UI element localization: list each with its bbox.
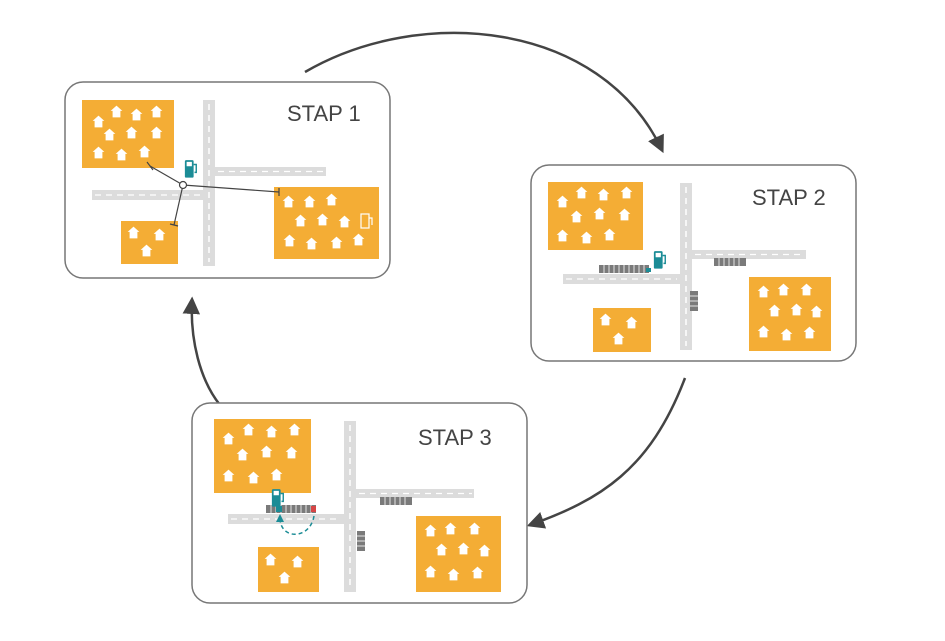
step-3-panel: STAP 3 xyxy=(191,402,528,604)
arrow-step3-to-step1 xyxy=(182,296,221,406)
step-title: STAP 3 xyxy=(418,425,492,450)
cycle-arrows xyxy=(182,31,687,529)
step-2-panel: STAP 2 xyxy=(530,164,857,362)
residential-block xyxy=(593,308,651,352)
residential-block xyxy=(121,221,178,264)
charging-station-icon xyxy=(360,213,373,229)
roads xyxy=(563,183,806,350)
roads xyxy=(228,421,474,592)
arrow-step1-to-step2 xyxy=(304,31,664,154)
step-1-panel: STAP 1 xyxy=(64,81,391,279)
relocation-arrow xyxy=(279,515,315,535)
occupied-spot-marker xyxy=(311,506,316,512)
connection-node xyxy=(178,180,188,190)
roads xyxy=(92,100,326,266)
step-title: STAP 2 xyxy=(752,185,826,210)
charging-spot xyxy=(276,506,282,512)
connection-lines xyxy=(146,161,280,227)
step-title: STAP 1 xyxy=(287,101,361,126)
residential-block xyxy=(258,547,319,592)
charging-spot xyxy=(646,268,651,272)
relocation-arrowhead xyxy=(276,514,284,522)
arrow-step2-to-step3 xyxy=(526,377,687,529)
